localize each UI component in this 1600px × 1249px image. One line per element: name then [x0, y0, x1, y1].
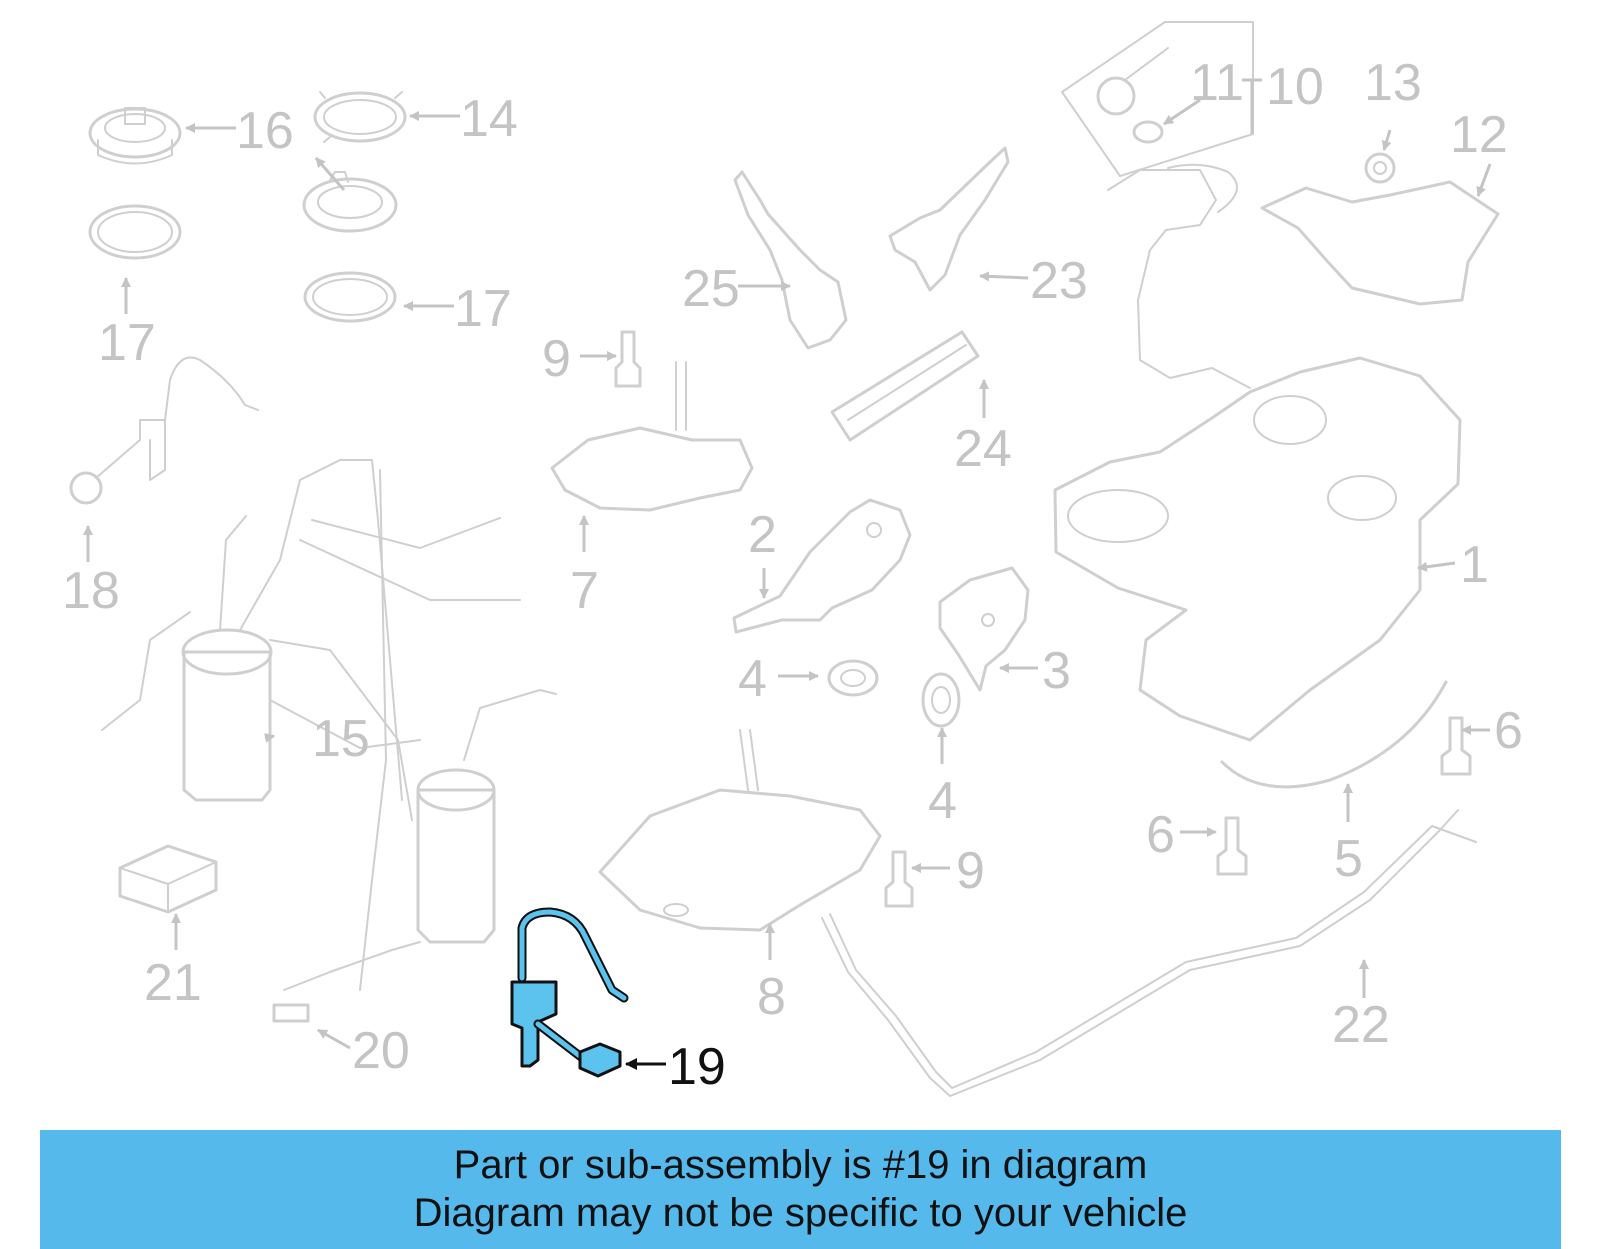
part-24-rail	[830, 330, 980, 442]
callout-7: 7	[570, 562, 599, 620]
info-banner: Part or sub-assembly is #19 in diagram D…	[40, 1130, 1561, 1249]
callout-17b: 17	[454, 280, 512, 338]
part-21-control-module	[118, 844, 218, 914]
callout-5: 5	[1334, 830, 1363, 888]
callout-14: 14	[460, 90, 518, 148]
callout-12: 12	[1450, 106, 1508, 164]
callout-2: 2	[748, 506, 777, 564]
callout-11: 11	[1190, 54, 1244, 112]
part-15-pump-assembly	[101, 459, 557, 991]
part-1-fuel-tank	[1053, 163, 1462, 742]
callout-13: 13	[1364, 54, 1422, 112]
part-16-pump-flange	[88, 107, 182, 165]
callout-19-highlighted: 19	[668, 1038, 726, 1096]
part-17-seal-right	[303, 271, 397, 323]
caption-line-1: Part or sub-assembly is #19 in diagram	[453, 1143, 1148, 1187]
part-19-highlighted	[510, 907, 629, 1078]
part-12-heat-shield	[1260, 180, 1500, 306]
part-9-bolt-upper	[614, 330, 642, 388]
part-4-grommet-b	[921, 672, 961, 728]
callout-9a: 9	[542, 330, 571, 388]
part-13-nut	[1364, 152, 1396, 184]
part-7-upper-shield	[550, 361, 754, 512]
callout-18: 18	[62, 562, 120, 620]
callout-16: 16	[236, 102, 294, 160]
part-9-bolt-lower	[884, 850, 914, 908]
callout-20: 20	[352, 1022, 410, 1080]
callout-3: 3	[1042, 642, 1071, 700]
part-18-level-sender	[69, 356, 259, 505]
part-2-shield	[732, 498, 912, 634]
part-16-pump-flange-2	[302, 171, 398, 233]
part-3-shield	[938, 566, 1030, 692]
callout-25: 25	[682, 260, 740, 318]
callout-23: 23	[1030, 252, 1088, 310]
part-17-seal-left	[88, 204, 182, 260]
part-10-11-filler-cap-kit	[1061, 21, 1254, 177]
part-25-bracket	[733, 170, 848, 350]
part-14-lock-ring	[313, 91, 407, 143]
callout-6b: 6	[1146, 806, 1175, 864]
callout-1: 1	[1460, 536, 1489, 594]
part-6-bolt-b	[1216, 816, 1248, 876]
callout-22: 22	[1332, 996, 1390, 1054]
part-5-strap	[1220, 680, 1448, 789]
callout-labels: 1 2 3 4 4 5 6 6 7 8 9 9 10 11 12 13 14 1…	[62, 54, 1523, 1096]
callout-6a: 6	[1494, 702, 1523, 760]
part-6-bolt-a	[1440, 716, 1472, 776]
callout-10: 10	[1266, 58, 1324, 116]
callout-4b: 4	[928, 772, 957, 830]
callout-24: 24	[954, 420, 1012, 478]
part-23-bracket	[888, 146, 1010, 292]
part-20-connector	[272, 1003, 310, 1023]
part-8-lower-shield	[598, 729, 882, 932]
part-22-fuel-lines	[821, 809, 1477, 1097]
callout-9b: 9	[956, 842, 985, 900]
caption-line-2: Diagram may not be specific to your vehi…	[413, 1191, 1188, 1235]
part-4-grommet-a	[827, 659, 879, 697]
callout-17a: 17	[98, 314, 156, 372]
callout-arrows	[83, 78, 1492, 1070]
callout-4a: 4	[738, 650, 767, 708]
callout-15: 15	[312, 710, 370, 768]
callout-21: 21	[144, 954, 202, 1012]
callout-8: 8	[757, 968, 786, 1026]
